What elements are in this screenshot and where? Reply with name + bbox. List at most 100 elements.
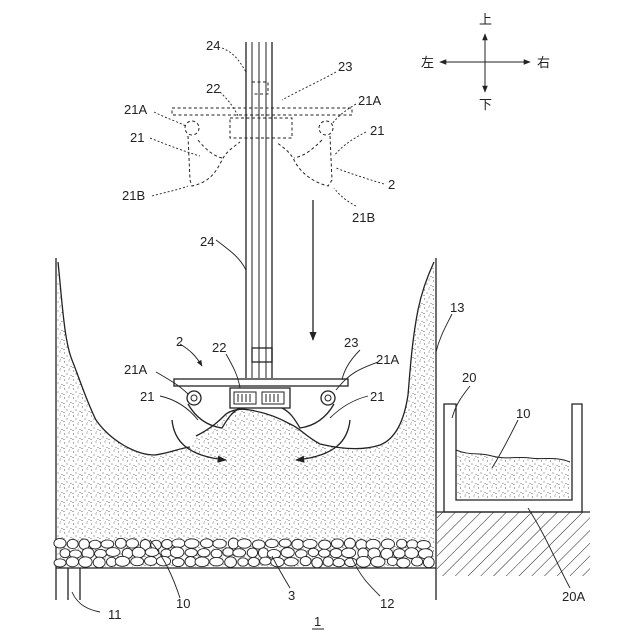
pebble	[156, 556, 170, 566]
label-21A-top-right: 21A	[358, 93, 381, 108]
stirring-device-raised	[172, 108, 352, 186]
direction-left-label: 左	[421, 56, 434, 71]
pebble	[333, 558, 345, 567]
pebble	[185, 557, 196, 567]
pebble	[258, 548, 268, 558]
pebble	[131, 557, 144, 566]
direction-down-label: 下	[479, 98, 492, 113]
pebble	[371, 557, 385, 567]
plate-lowered	[174, 379, 348, 386]
label-2-low: 2	[176, 334, 183, 349]
pebble	[66, 557, 78, 567]
roller-right-raised	[319, 121, 333, 135]
pebble	[381, 539, 394, 549]
pebble	[281, 548, 294, 558]
direction-up-label: 上	[479, 13, 492, 28]
label-21B-top-left: 21B	[122, 188, 145, 203]
label-24-mid: 24	[200, 234, 214, 249]
pebble	[211, 549, 222, 558]
label-23-low: 23	[344, 335, 358, 350]
pebble	[67, 539, 78, 548]
label-20A: 20A	[562, 589, 585, 604]
pebble	[115, 538, 126, 548]
pebble	[95, 549, 107, 557]
pebble	[213, 539, 226, 548]
pebble	[195, 557, 209, 567]
pebble	[387, 557, 397, 566]
direction-right-label: 右	[537, 56, 550, 71]
pebble	[303, 539, 317, 548]
pebble	[79, 557, 92, 567]
pebble	[300, 557, 311, 566]
pebble	[54, 538, 66, 548]
motor-block-raised	[230, 118, 292, 138]
pebble	[284, 558, 298, 566]
pebble	[393, 549, 405, 558]
pebble	[323, 557, 333, 567]
pebble	[344, 538, 355, 548]
label-1: 1	[314, 614, 321, 629]
label-21-top-left: 21	[130, 130, 144, 145]
pebble	[132, 547, 145, 558]
plate-raised	[172, 108, 352, 115]
roller-left-raised	[185, 121, 199, 135]
base-hatch	[437, 512, 590, 576]
pebble	[225, 557, 237, 568]
pebble	[145, 557, 157, 566]
pebble	[312, 558, 323, 568]
pebble	[126, 539, 138, 548]
pebble	[292, 539, 304, 549]
roller-right	[321, 391, 335, 405]
label-23-top: 23	[338, 59, 352, 74]
roller-left	[187, 391, 201, 405]
label-2-top: 2	[388, 177, 395, 192]
pebble	[185, 539, 199, 548]
pebble	[247, 548, 257, 557]
pebble	[279, 539, 291, 547]
shaft-lowered	[246, 42, 272, 378]
pebble	[223, 548, 234, 556]
label-22-top: 22	[206, 81, 220, 96]
pebble	[170, 547, 184, 558]
pebble	[331, 539, 343, 548]
pebble	[185, 549, 197, 557]
pebble	[308, 548, 318, 556]
pebble	[423, 557, 434, 568]
label-21A-top-left: 21A	[124, 102, 147, 117]
pebble	[93, 557, 105, 568]
pebble	[342, 548, 356, 558]
label-11: 11	[108, 607, 122, 622]
pebble	[106, 548, 120, 557]
pebble	[237, 539, 251, 548]
pebble	[417, 541, 430, 550]
pebble	[319, 549, 330, 557]
pebble	[210, 557, 224, 566]
pebble	[54, 559, 66, 567]
label-21A-low-left: 21A	[124, 362, 147, 377]
pebble-layer	[54, 538, 434, 568]
label-10-box: 10	[516, 406, 530, 421]
pebble	[233, 549, 246, 557]
label-21-low-right: 21	[370, 389, 384, 404]
pebble	[162, 540, 173, 549]
pebble	[260, 557, 271, 565]
label-21-top-right: 21	[370, 123, 384, 138]
label-21A-low-right: 21A	[376, 352, 399, 367]
pebble	[357, 556, 371, 567]
pebble	[397, 539, 407, 548]
blade-left-raised	[188, 136, 240, 186]
motor-block-lowered	[230, 388, 290, 408]
pebble	[266, 539, 279, 547]
pebble	[89, 540, 101, 549]
pebble	[172, 539, 185, 548]
drain-pipe-leader	[72, 592, 100, 612]
label-20: 20	[462, 370, 476, 385]
direction-compass: 上 下 左 右	[421, 13, 550, 113]
label-12: 12	[380, 596, 394, 611]
label-13: 13	[450, 300, 464, 315]
pebble	[319, 540, 331, 549]
pebble	[397, 558, 410, 568]
label-22-low: 22	[212, 340, 226, 355]
